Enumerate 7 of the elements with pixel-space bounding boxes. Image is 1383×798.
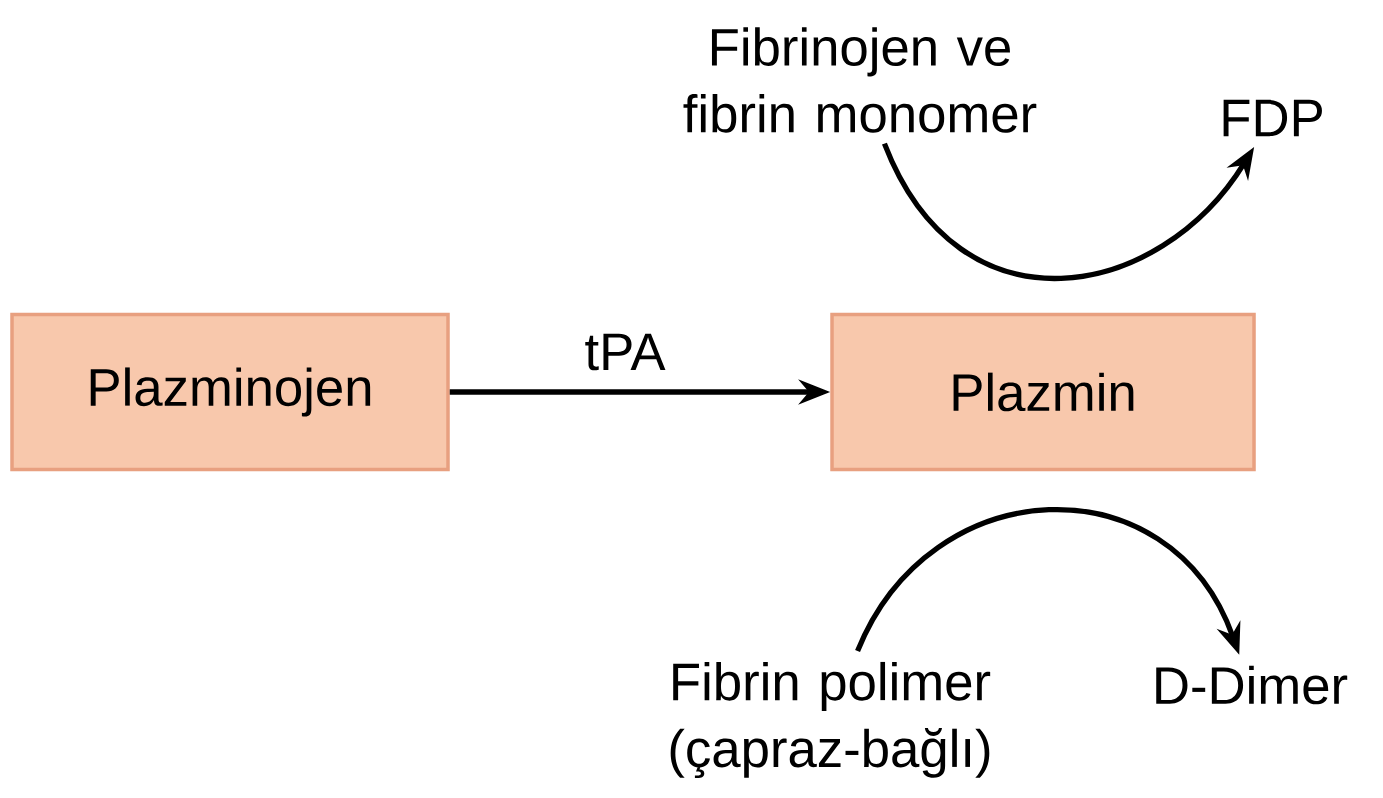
substance-label: FDP	[1223, 99, 1322, 137]
process-box: Plazmin	[830, 312, 1256, 472]
edge-label: tPA	[580, 330, 670, 374]
substance-label: Fibrinojen ve fibrin monomer	[683, 27, 1037, 133]
substance-label: Fibrin polimer (çapraz-bağlı)	[670, 661, 991, 779]
process-box: Plazminojen	[10, 312, 450, 472]
substance-label: D-Dimer	[1156, 665, 1348, 705]
